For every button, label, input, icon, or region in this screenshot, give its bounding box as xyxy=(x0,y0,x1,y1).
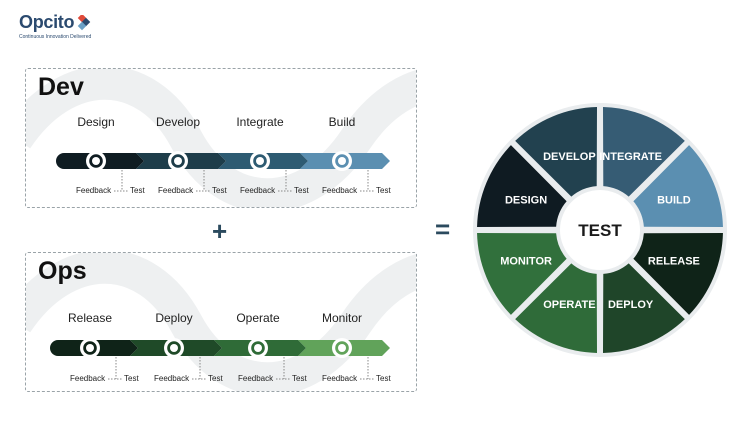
ops-stage-node-center xyxy=(254,344,262,352)
devops-wheel: INTEGRATE BUILD RELEASE DEPLOY OPERATE MONITO… xyxy=(473,103,727,357)
wheel-segment-develop xyxy=(515,107,598,197)
wheel-segment-label: BUILD xyxy=(657,194,691,206)
ops-feedback-label: Feedback xyxy=(154,374,190,383)
wheel-segment-label: INTEGRATE xyxy=(599,151,662,163)
ops-infinity-watermark xyxy=(26,253,416,391)
ops-test-label: Test xyxy=(376,374,391,383)
dev-stage-node-center xyxy=(174,157,182,165)
ops-title: Ops xyxy=(38,257,87,285)
ops-feedback-label: Feedback xyxy=(322,374,358,383)
dev-feedback-label: Feedback xyxy=(240,186,276,195)
ops-feedback-label: Feedback xyxy=(238,374,274,383)
ops-stage-label: Operate xyxy=(236,311,280,325)
wheel-segment-label: DESIGN xyxy=(505,194,547,206)
dev-feedback-label: Feedback xyxy=(76,186,112,195)
wheel-segment-label: RELEASE xyxy=(648,256,700,268)
wheel-segment-deploy xyxy=(602,263,685,353)
wheel-segment-label: MONITOR xyxy=(500,256,552,268)
dev-pipeline-track xyxy=(56,151,390,192)
dev-stage-node-center xyxy=(256,157,264,165)
dev-title: Dev xyxy=(38,73,84,101)
logo: Opcito Continuous Innovation Delivered xyxy=(19,12,91,40)
dev-test-label: Test xyxy=(294,186,309,195)
wheel-segment-build xyxy=(633,145,723,228)
logo-diamond-icon xyxy=(77,15,91,31)
ops-stage-label: Monitor xyxy=(321,311,363,325)
wheel-segment-label: DEPLOY xyxy=(608,299,654,311)
dev-stage-node-center xyxy=(92,157,100,165)
dev-stage-label: Build xyxy=(328,115,356,129)
wheel-segment-integrate xyxy=(602,107,685,197)
dev-feedback-label: Feedback xyxy=(322,186,358,195)
ops-stage-label: Release xyxy=(67,311,113,325)
dev-stage-node-center xyxy=(338,157,346,165)
wheel-segment-label: DEVELOP xyxy=(543,151,596,163)
logo-tagline: Continuous Innovation Delivered xyxy=(19,34,92,40)
dev-stage-label: Integrate xyxy=(236,115,284,129)
plus-operator: + xyxy=(212,216,228,246)
ops-pipeline-track xyxy=(50,338,390,380)
dev-test-label: Test xyxy=(376,186,391,195)
equals-operator: = xyxy=(435,214,451,244)
wheel-segment-label: OPERATE xyxy=(543,299,595,311)
ops-test-label: Test xyxy=(292,374,307,383)
wheel-segment-operate xyxy=(515,263,598,353)
ops-test-label: Test xyxy=(124,374,139,383)
ops-stage-node-center xyxy=(86,344,94,352)
wheel-segment-design xyxy=(477,145,567,228)
ops-test-label: Test xyxy=(208,374,223,383)
dev-test-label: Test xyxy=(212,186,227,195)
dev-infinity-watermark xyxy=(26,69,416,207)
wheel-segment-release xyxy=(633,232,723,315)
dev-stage-label: Develop xyxy=(155,115,201,129)
ops-stage-node-center xyxy=(170,344,178,352)
wheel-center-label: TEST xyxy=(578,221,622,240)
dev-test-label: Test xyxy=(130,186,145,195)
ops-stage-label: Deploy xyxy=(155,311,193,325)
dev-stage-label: Design xyxy=(77,115,115,129)
dev-feedback-label: Feedback xyxy=(158,186,194,195)
wheel-segment-monitor xyxy=(477,232,567,315)
ops-stage-node-center xyxy=(338,344,346,352)
ops-feedback-label: Feedback xyxy=(70,374,106,383)
logo-wordmark: Opcito xyxy=(19,12,75,32)
wheel-center xyxy=(560,190,640,270)
